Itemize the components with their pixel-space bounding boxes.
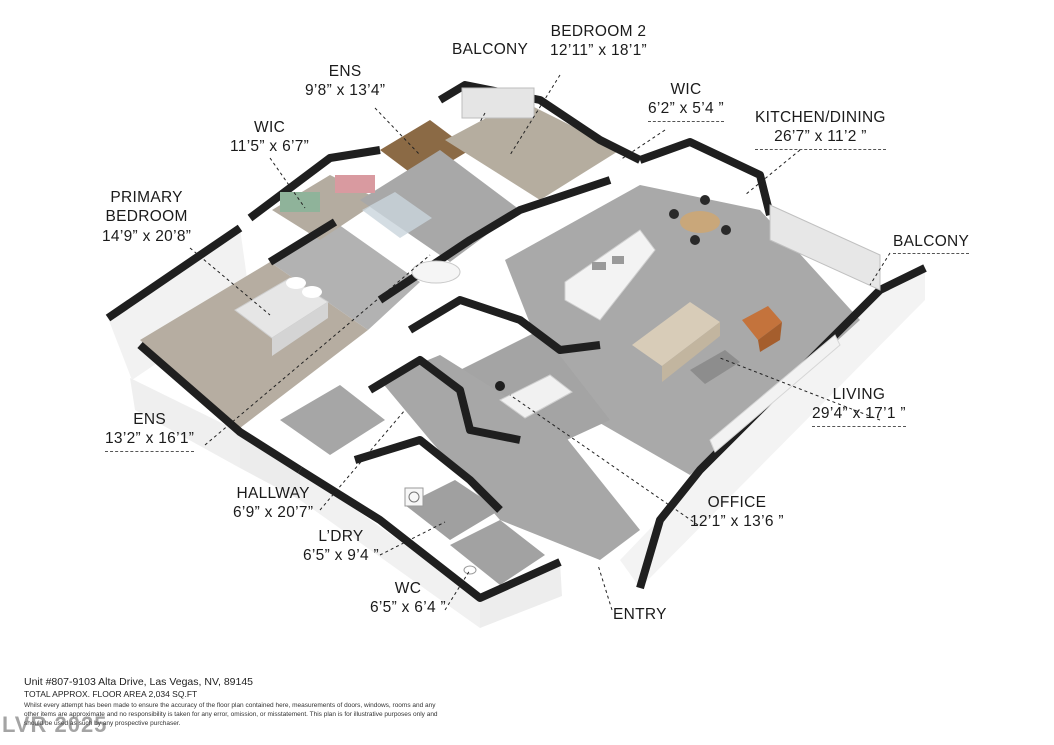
room-dimensions: 9’8” x 13’4” — [305, 82, 386, 100]
label-laundry: L’DRY 6’5” x 9’4 ” — [303, 527, 379, 566]
room-name: PRIMARY — [110, 189, 183, 206]
sofa — [632, 302, 720, 366]
label-bedroom-2: BEDROOM 2 12’11” x 18’1” — [550, 22, 647, 61]
wall-tops — [105, 81, 927, 602]
room-name: ENS — [133, 411, 166, 428]
label-entry: ENTRY — [613, 605, 667, 624]
washer — [404, 487, 424, 507]
room-dimensions: 12’1” x 13’6 ” — [690, 513, 784, 531]
mls-watermark: LVR 2025 — [2, 712, 108, 737]
label-hallway: HALLWAY 6’9” x 20’7” — [233, 484, 313, 523]
bathtub — [411, 260, 461, 284]
room-name: L’DRY — [318, 528, 364, 545]
room-name: ENTRY — [613, 606, 667, 623]
room-dimensions: 6’5” x 6’4 ” — [370, 599, 446, 617]
room-name: BALCONY — [452, 41, 529, 58]
room-name: OFFICE — [707, 494, 767, 511]
bedroom2-floor — [445, 100, 620, 200]
room-name-line2: BEDROOM — [105, 208, 188, 226]
plan-footer: Unit #807-9103 Alta Drive, Las Vegas, NV… — [24, 676, 544, 728]
room-dimensions: 14’9” x 20’8” — [102, 227, 192, 245]
room-name: LIVING — [832, 386, 886, 403]
shower — [362, 192, 432, 238]
kitchen-island — [564, 229, 656, 321]
wc-floor — [450, 520, 545, 585]
label-office: OFFICE 12’1” x 13’6 ” — [690, 493, 784, 532]
room-name: KITCHEN/DINING — [755, 109, 886, 126]
balcony-top-railing — [461, 87, 535, 119]
office-desk — [499, 374, 573, 419]
room-dimensions: 13’2” x 16’1” — [105, 429, 195, 452]
room-dimensions: 6’9” x 20’7” — [233, 504, 314, 522]
room-name: BEDROOM 2 — [550, 23, 647, 40]
label-ensuite-left: ENS 13’2” x 16’1” — [105, 410, 195, 452]
room-name: HALLWAY — [236, 485, 310, 502]
room-dimensions: 26’7” x 11’2 ” — [755, 127, 886, 150]
property-address: Unit #807-9103 Alta Drive, Las Vegas, NV… — [24, 676, 254, 688]
label-primary-bedroom: PRIMARY BEDROOM 14’9” x 20’8” — [102, 188, 191, 246]
label-living: LIVING 29’4” x 17’1 ” — [812, 385, 906, 427]
room-name: WIC — [254, 119, 286, 136]
toilet — [463, 565, 477, 575]
room-dimensions: 29’4” x 17’1 ” — [812, 404, 906, 427]
dining-table — [680, 211, 720, 233]
label-wic-left: WIC 11’5” x 6’7” — [230, 118, 309, 157]
coffee-table — [690, 350, 740, 384]
label-wc: WC 6’5” x 6’4 ” — [370, 579, 446, 618]
total-floor-area: TOTAL APPROX. FLOOR AREA 2,034 SQ.FT — [24, 689, 198, 699]
room-name: ENS — [328, 63, 362, 80]
ensuite-top-floor — [380, 120, 470, 180]
room-dimensions: 12’11” x 18’1” — [550, 42, 647, 60]
disclaimer-text: Whilst every attempt has been made to en… — [24, 702, 438, 727]
hallway-floor — [380, 355, 640, 560]
leader-lines — [189, 74, 891, 611]
laundry-floor — [405, 480, 500, 540]
room-name: WC — [394, 580, 422, 597]
label-balcony-top: BALCONY — [452, 40, 528, 59]
room-name: WIC — [670, 81, 702, 98]
label-balcony-right: BALCONY — [893, 232, 970, 255]
label-ensuite-top: ENS 9’8” x 13’4” — [305, 62, 385, 101]
room-dimensions: 6’2” x 5’4 ” — [648, 99, 724, 122]
furniture — [234, 87, 881, 575]
armchair — [742, 306, 782, 340]
room-name: BALCONY — [893, 232, 970, 255]
label-kitchen-dining: KITCHEN/DINING 26’7” x 11’2 ” — [755, 108, 886, 150]
media-console — [709, 334, 841, 453]
room-dimensions: 11’5” x 6’7” — [230, 138, 310, 156]
balcony-right-railing — [769, 204, 881, 291]
label-wic-middle: WIC 6’2” x 5’4 ” — [648, 80, 724, 122]
room-dimensions: 6’5” x 9’4 ” — [303, 547, 379, 565]
